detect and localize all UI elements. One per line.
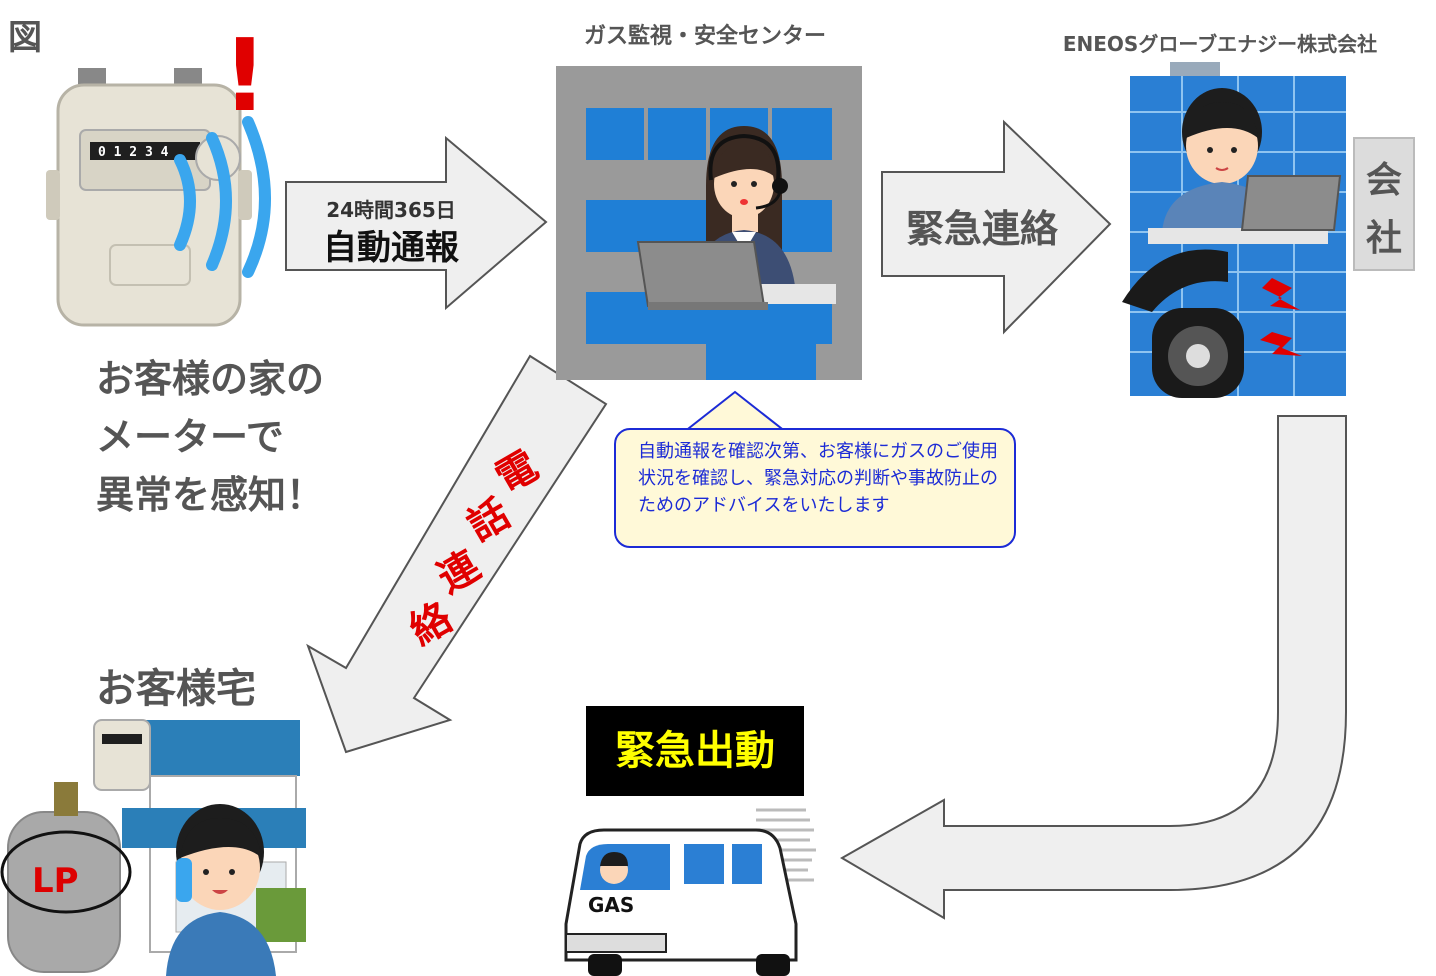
meter-digits-window — [90, 142, 200, 160]
arrow-dispatch — [840, 415, 1347, 920]
arrow-emergency-contact-label: 緊急連絡 — [905, 207, 1058, 251]
meter-caption: お客様の家の メーターで 異常を感知！ — [96, 350, 324, 524]
company-title: ENEOSグローブエナジー株式会社 — [1062, 32, 1378, 56]
customer-home-illustration: LP — [0, 719, 306, 976]
explanation-callout: 自動通報を確認次第、お客様にガスのご使用状況を確認し、緊急対応の判断や事故防止の… — [614, 428, 1016, 548]
gas-meter-illustration: 0 1 2 3 4 ! — [46, 17, 271, 327]
emergency-dispatch-label: 緊急出動 — [586, 706, 804, 796]
laptop-icon — [636, 241, 766, 307]
arrow-emergency-contact — [881, 119, 1112, 335]
meter-digits: 0 1 2 3 4 — [98, 145, 169, 160]
monitoring-center-illustration — [556, 66, 862, 380]
van-gas-label: GAS — [588, 893, 634, 917]
ring-spark-icon — [1262, 278, 1300, 310]
company-building-illustration — [1122, 62, 1346, 398]
customer-shirt — [166, 912, 276, 976]
meter-caption-line-1: お客様の家の — [96, 357, 325, 401]
company-sign-char-2: 社 — [1366, 217, 1402, 259]
home-caption: お客様宅 — [96, 666, 256, 712]
arrow-auto-report — [285, 135, 548, 311]
alert-exclamation-icon: ! — [222, 17, 268, 134]
arrow-phone-contact — [306, 354, 608, 754]
home-meter-icon — [93, 719, 151, 791]
signal-wave-1 — [174, 154, 196, 251]
smartphone-icon — [176, 858, 192, 902]
meter-caption-line-2: メーターで — [96, 415, 284, 459]
headset-icon — [708, 133, 781, 181]
telephone-handset-icon — [1122, 249, 1228, 312]
worker-laptop-icon — [1240, 175, 1342, 231]
arrow-auto-report-label: 自動通報 — [323, 228, 459, 268]
callout-pointer — [682, 390, 788, 432]
meter-caption-line-3: 異常を感知！ — [96, 473, 325, 517]
company-sign: 会 社 — [1353, 137, 1415, 271]
company-sign-char-1: 会 — [1366, 159, 1402, 201]
arrow-auto-report-time: 24時間365日 — [326, 198, 456, 222]
house-roof — [146, 720, 300, 776]
van-wheel-front — [588, 954, 622, 976]
emergency-van-illustration: GAS — [564, 808, 816, 976]
signal-wave-2 — [206, 132, 232, 271]
signal-wave-3 — [242, 116, 271, 278]
figure-label: 図 — [8, 18, 42, 58]
center-title: ガス監視・安全センター — [583, 24, 826, 49]
van-wheel-rear — [756, 954, 790, 976]
lp-label: LP — [32, 861, 79, 901]
